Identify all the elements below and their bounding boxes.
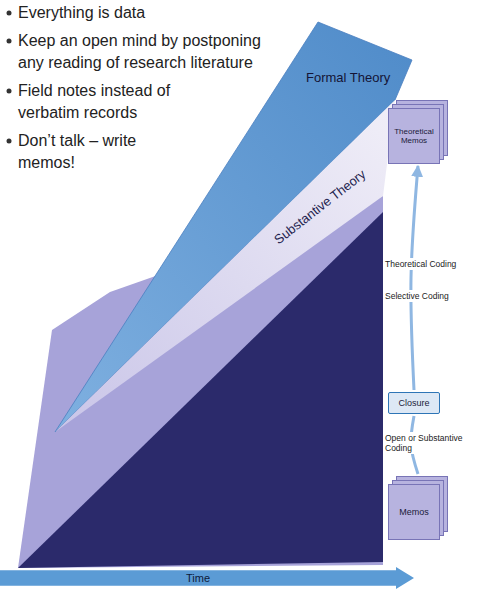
bullet-dot xyxy=(7,89,12,94)
memo-stack: Memos xyxy=(388,476,448,540)
node-text: Theoretical Memos xyxy=(391,127,437,145)
bullet-text: Everything is data xyxy=(18,2,273,24)
closure-box: Closure xyxy=(388,392,440,414)
coding-stage: Open or Substantive Coding xyxy=(384,432,470,454)
memo-page xyxy=(389,485,440,540)
time-arrow-body xyxy=(0,567,414,589)
coding-stage: Selective Coding xyxy=(384,290,470,302)
bullet-text: Field notes instead of verbatim records xyxy=(18,80,193,124)
time-arrow: Time xyxy=(0,567,414,589)
bullet-dot xyxy=(7,39,12,44)
data-wedge xyxy=(18,212,383,568)
bullet-dot xyxy=(7,11,12,16)
flow-arrow xyxy=(411,166,418,390)
node-text: Closure xyxy=(392,398,436,408)
memo-page xyxy=(389,109,440,164)
bullet-dot xyxy=(7,139,12,144)
node-text: Time xyxy=(3,572,393,585)
node-text: Memos xyxy=(391,507,437,517)
memo-stack: Theoretical Memos xyxy=(388,100,448,164)
band-title: Formal Theory xyxy=(306,70,390,86)
bullet-text: Keep an open mind by postponing any read… xyxy=(18,30,273,74)
bullet-text: Don’t talk – write memos! xyxy=(18,130,168,174)
coding-stage: Theoretical Coding xyxy=(384,258,470,270)
